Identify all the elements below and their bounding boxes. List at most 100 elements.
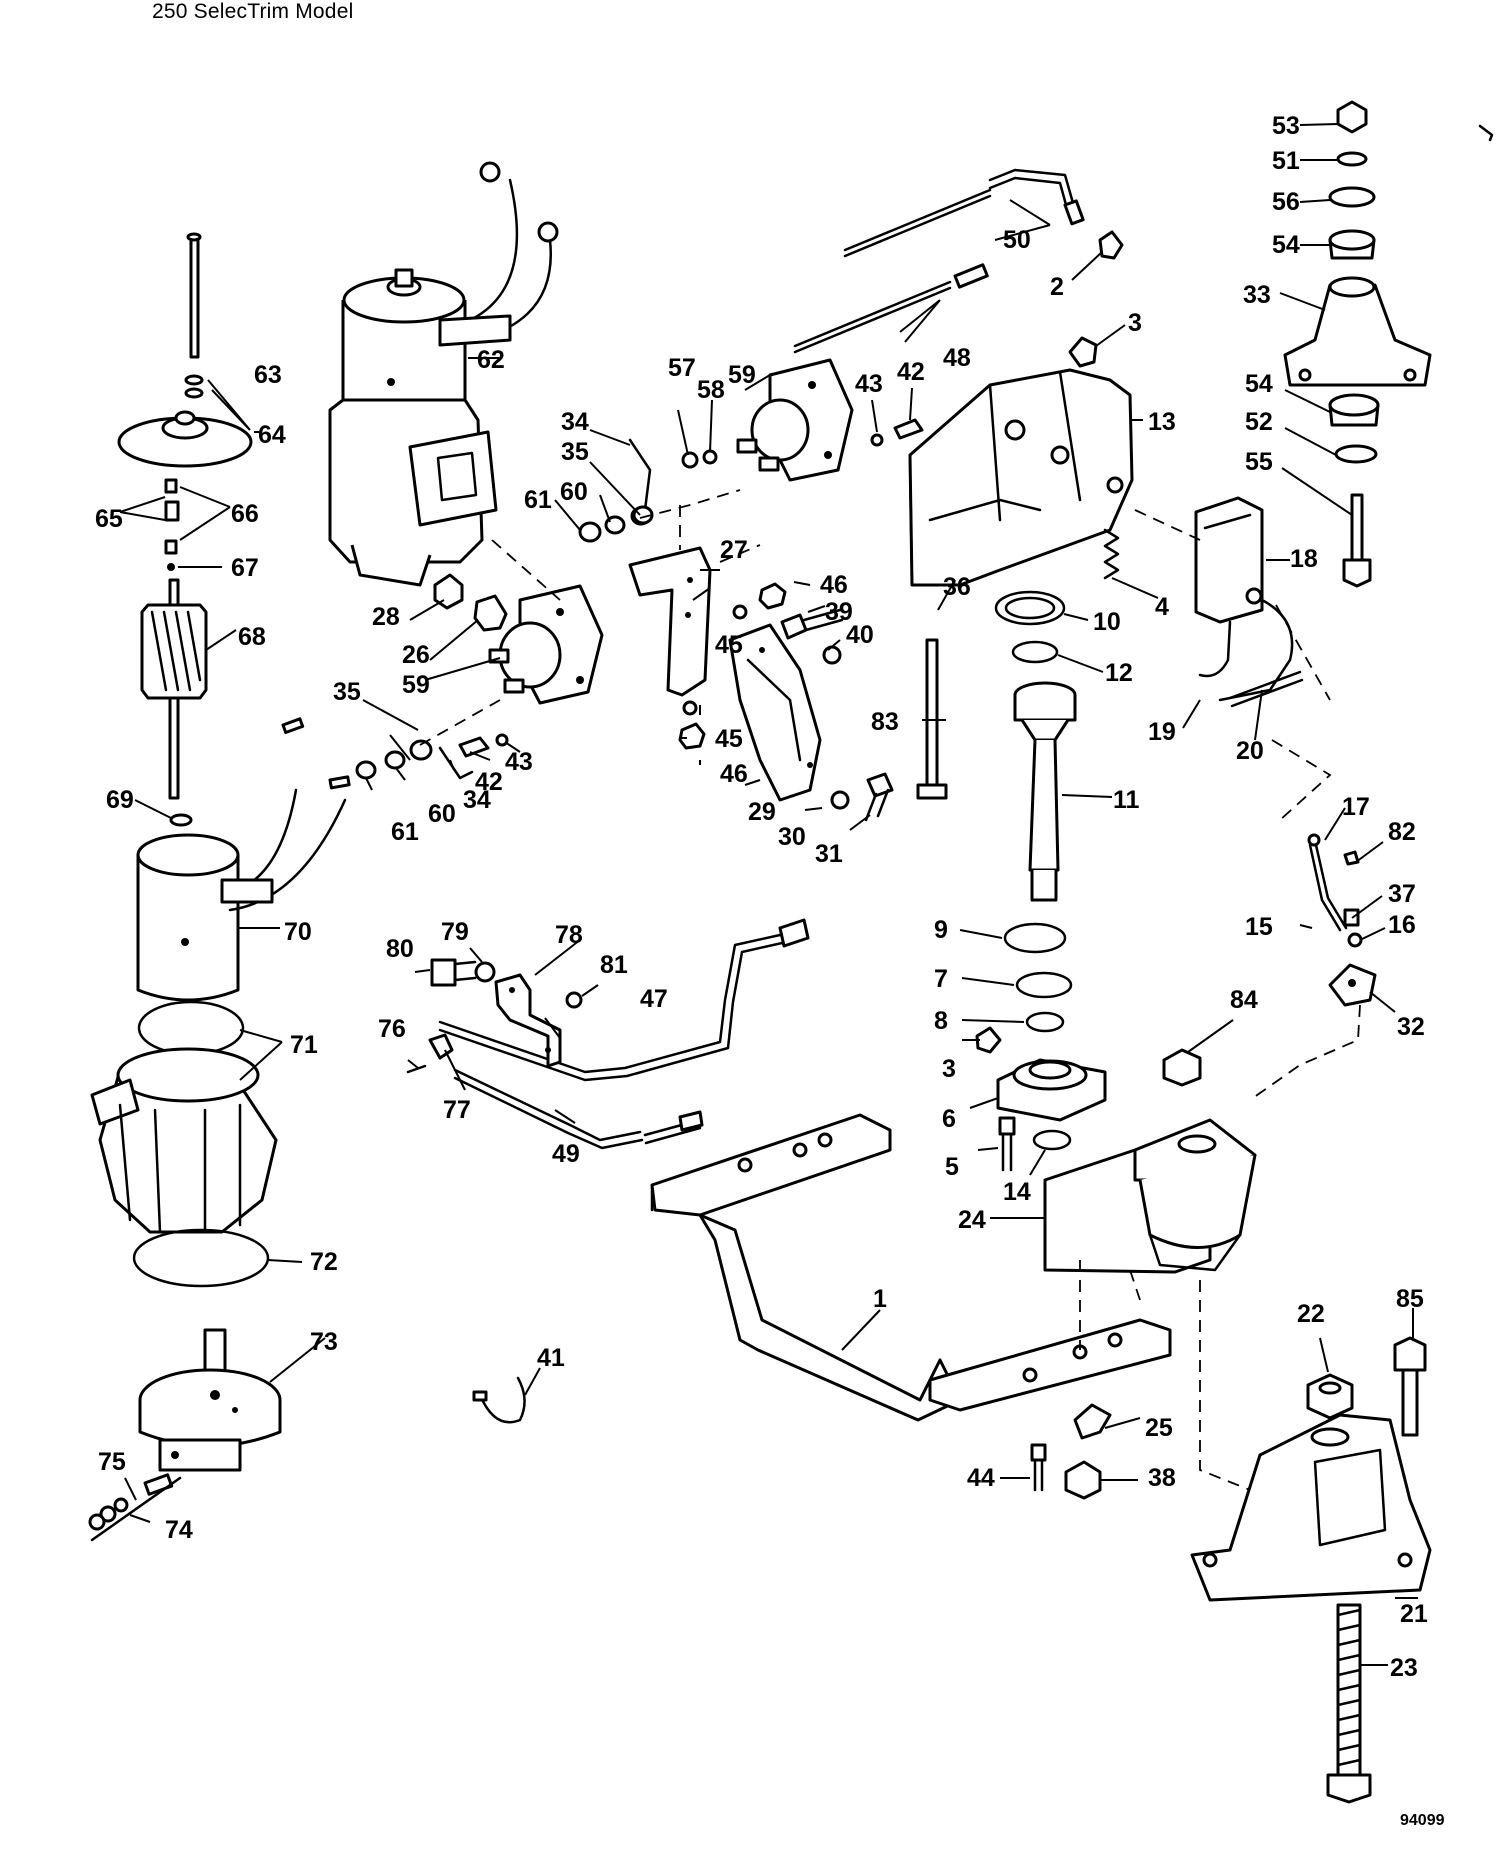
callout-14: 14 bbox=[1003, 1178, 1031, 1206]
callout-16: 16 bbox=[1388, 911, 1416, 939]
o-ring-8 bbox=[1025, 1011, 1065, 1033]
o-ring-9 bbox=[1003, 922, 1067, 954]
bolt-55 bbox=[1342, 493, 1372, 588]
callout-61-top: 61 bbox=[524, 486, 552, 514]
line-48 bbox=[793, 263, 989, 354]
o-ring-71-top bbox=[137, 1000, 245, 1056]
plug-3-top bbox=[1068, 336, 1098, 368]
callout-76: 76 bbox=[378, 1015, 406, 1043]
callout-44: 44 bbox=[967, 1464, 995, 1492]
cylinder-cap-6 bbox=[996, 1058, 1107, 1122]
callout-47: 47 bbox=[640, 985, 668, 1013]
nut-22 bbox=[1306, 1373, 1354, 1420]
bolt-31 bbox=[864, 772, 894, 822]
callout-13: 13 bbox=[1148, 408, 1176, 436]
plug-3-lower bbox=[975, 1026, 1002, 1054]
callout-45-lower: 45 bbox=[715, 725, 743, 753]
callout-68: 68 bbox=[238, 623, 266, 651]
link-15 bbox=[1307, 833, 1348, 932]
washer-56 bbox=[1328, 186, 1376, 208]
callout-62: 62 bbox=[477, 346, 505, 374]
washer-69 bbox=[169, 813, 193, 827]
callout-19: 19 bbox=[1148, 718, 1176, 746]
line-50 bbox=[843, 168, 1085, 258]
motor-frame-70 bbox=[136, 717, 351, 1002]
spring-4 bbox=[1103, 528, 1120, 580]
brushes-65 bbox=[164, 478, 180, 555]
callout-84: 84 bbox=[1230, 986, 1258, 1014]
bracket-33 bbox=[1283, 276, 1432, 387]
callout-3-top: 3 bbox=[1128, 309, 1142, 337]
callout-56: 56 bbox=[1272, 188, 1300, 216]
callout-59-lower: 59 bbox=[402, 671, 430, 699]
callout-72: 72 bbox=[310, 1248, 338, 1276]
callout-64: 64 bbox=[258, 421, 286, 449]
callout-54-top: 54 bbox=[1272, 231, 1300, 259]
link-20 bbox=[1228, 670, 1304, 708]
mount-bracket-21 bbox=[1190, 1413, 1432, 1602]
nut-84 bbox=[1162, 1048, 1202, 1087]
washer-51 bbox=[1336, 151, 1368, 167]
callout-6: 6 bbox=[942, 1105, 956, 1133]
line-47 bbox=[438, 918, 810, 1082]
callout-71: 71 bbox=[290, 1031, 318, 1059]
callout-1: 1 bbox=[873, 1285, 887, 1313]
callout-43-top: 43 bbox=[855, 370, 883, 398]
callout-50: 50 bbox=[1003, 226, 1031, 254]
callout-51: 51 bbox=[1272, 147, 1300, 175]
rod-83 bbox=[916, 638, 948, 800]
bolt-39 bbox=[780, 608, 844, 640]
bolt-44 bbox=[1030, 1443, 1047, 1492]
callout-57: 57 bbox=[668, 354, 696, 382]
clip-32 bbox=[1328, 963, 1377, 1007]
washer-52 bbox=[1334, 444, 1378, 464]
washer-16 bbox=[1347, 932, 1363, 948]
line-49 bbox=[453, 1068, 704, 1150]
callout-48: 48 bbox=[943, 344, 971, 372]
o-ring-72 bbox=[132, 1228, 270, 1288]
callout-40: 40 bbox=[846, 621, 874, 649]
callout-60-lower: 60 bbox=[428, 800, 456, 828]
callout-83: 83 bbox=[871, 708, 899, 736]
callout-67: 67 bbox=[231, 554, 259, 582]
motor-62 bbox=[328, 161, 559, 587]
callout-34-lower: 34 bbox=[463, 786, 491, 814]
piston-11 bbox=[1013, 681, 1077, 902]
callout-58: 58 bbox=[697, 376, 725, 404]
nut-53 bbox=[1336, 100, 1368, 134]
callout-2: 2 bbox=[1050, 273, 1064, 301]
callout-38: 38 bbox=[1148, 1464, 1176, 1492]
fitting-26 bbox=[473, 594, 508, 632]
callout-10: 10 bbox=[1093, 608, 1121, 636]
mount-24 bbox=[1043, 1118, 1257, 1274]
support-13 bbox=[908, 368, 1134, 587]
callout-52: 52 bbox=[1245, 408, 1273, 436]
callout-23: 23 bbox=[1390, 1654, 1418, 1682]
tilt-arm-1 bbox=[650, 1113, 1172, 1422]
callout-78: 78 bbox=[555, 921, 583, 949]
screws-82-37 bbox=[1343, 850, 1360, 927]
bolt-80 bbox=[430, 958, 477, 987]
callout-labels: 53 51 56 54 33 54 52 55 50 2 3 48 13 4 1… bbox=[95, 112, 1428, 1682]
callout-65: 65 bbox=[95, 505, 123, 533]
callout-45-top: 45 bbox=[715, 631, 743, 659]
callout-39: 39 bbox=[825, 598, 853, 626]
callout-42-lower: 42 bbox=[475, 768, 503, 796]
callout-32: 32 bbox=[1397, 1013, 1425, 1041]
callout-46-top: 46 bbox=[820, 571, 848, 599]
callout-20: 20 bbox=[1236, 737, 1264, 765]
callout-53: 53 bbox=[1272, 112, 1300, 140]
wire-41 bbox=[472, 1376, 526, 1424]
bolt-23 bbox=[1326, 1603, 1372, 1804]
callout-41: 41 bbox=[537, 1344, 565, 1372]
cable-34-upper bbox=[628, 438, 654, 525]
callout-80: 80 bbox=[386, 935, 414, 963]
callout-27: 27 bbox=[720, 536, 748, 564]
solenoid-59-lower bbox=[488, 584, 604, 705]
callout-25: 25 bbox=[1145, 1414, 1173, 1442]
callout-35-top: 35 bbox=[561, 438, 589, 466]
motor-rod-63 bbox=[184, 232, 204, 399]
callout-46-lower: 46 bbox=[720, 760, 748, 788]
washer-79 bbox=[474, 961, 496, 983]
fittings-74 bbox=[88, 1473, 182, 1542]
